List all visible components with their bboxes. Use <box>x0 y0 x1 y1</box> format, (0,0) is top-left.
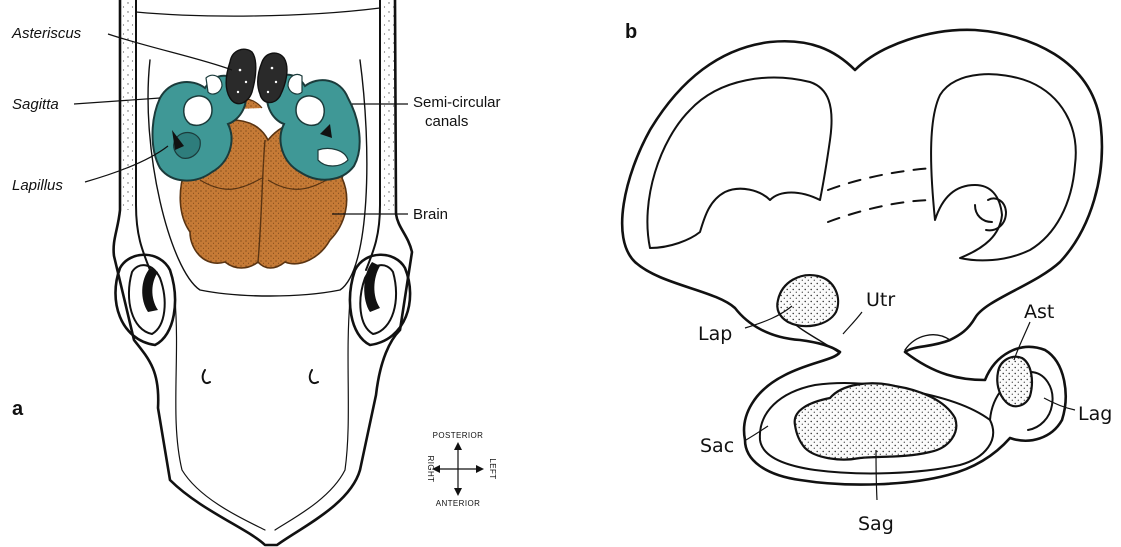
eye-left-side <box>350 255 410 345</box>
posterior-canal-inner <box>931 74 1076 260</box>
anterior-canal-inner <box>647 78 831 248</box>
ast-label: Ast <box>1024 301 1054 323</box>
lapillus-label: Lapillus <box>12 177 63 194</box>
nostril-left <box>203 370 210 383</box>
compass-posterior: POSTERIOR <box>433 431 484 440</box>
horizontal-canal-dashed-bottom <box>828 200 935 222</box>
panel-a-label: a <box>12 398 24 420</box>
nostril-right <box>310 370 318 383</box>
horizontal-canal-dashed-top <box>828 168 935 190</box>
orientation-compass: POSTERIOR ANTERIOR RIGHT LEFT <box>426 431 497 508</box>
utr-leader <box>843 312 862 334</box>
compass-right: RIGHT <box>426 456 435 483</box>
sagitta-leader <box>74 98 160 104</box>
lag-label: Lag <box>1078 403 1112 425</box>
utr-label: Utr <box>866 289 895 311</box>
lapillus-stipple <box>777 275 838 326</box>
asteriscus-otoliths <box>226 49 287 103</box>
asteriscus-label: Asteriscus <box>11 25 82 42</box>
brain-label: Brain <box>413 206 448 223</box>
panel-b-label: b <box>625 21 637 43</box>
lag-leader <box>1044 398 1075 410</box>
semicircular-label-line1: Semi-circular <box>413 94 501 111</box>
ampulla-ring <box>986 199 1006 231</box>
ampulla-ring-inner <box>975 205 992 222</box>
semicircular-label-line2: canals <box>425 113 468 130</box>
lap-label: Lap <box>698 323 732 345</box>
compass-left: LEFT <box>488 458 497 479</box>
ast-leader <box>1014 322 1030 360</box>
panel-a: a <box>11 0 501 545</box>
compass-anterior: ANTERIOR <box>436 499 481 508</box>
sac-leader <box>746 426 768 440</box>
sagitta-label: Sagitta <box>12 96 59 113</box>
sag-label: Sag <box>858 513 894 535</box>
sac-label: Sac <box>700 435 734 457</box>
panel-b: b Lap Utr <box>622 21 1112 535</box>
